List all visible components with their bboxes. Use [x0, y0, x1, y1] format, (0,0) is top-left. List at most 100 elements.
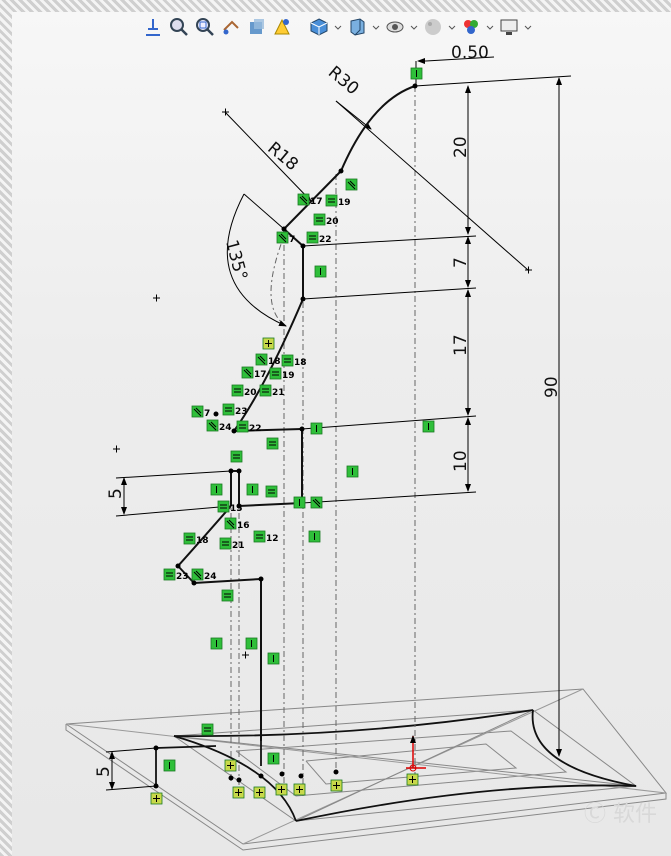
relation-vertical-icon[interactable] [410, 67, 423, 80]
display-style-button[interactable] [346, 16, 368, 38]
relation-horizontal-icon[interactable] [269, 367, 282, 380]
dim-height-10[interactable]: 10 [451, 450, 471, 472]
chevron-down-icon[interactable] [410, 16, 418, 38]
relation-horizontal-icon[interactable] [222, 403, 235, 416]
hide-show-items-button[interactable] [384, 16, 406, 38]
dim-radius-large[interactable]: R30 [324, 62, 362, 99]
relation-vertical-icon[interactable] [210, 637, 223, 650]
relation-number: 22 [249, 424, 262, 434]
relation-parallel-icon[interactable] [191, 568, 204, 581]
relation-vertical-icon[interactable] [314, 265, 327, 278]
relation-number: 24 [219, 423, 232, 433]
relation-horizontal-icon[interactable] [266, 437, 279, 450]
chevron-down-icon[interactable] [372, 16, 380, 38]
normal-to-button[interactable] [142, 16, 164, 38]
relation-coincident-icon[interactable] [150, 792, 163, 805]
relation-parallel-icon[interactable] [241, 366, 254, 379]
view-settings-button[interactable] [498, 16, 520, 38]
dim-total-height[interactable]: 90 [542, 376, 562, 398]
relation-horizontal-icon[interactable] [253, 530, 266, 543]
previous-view-button[interactable] [220, 16, 242, 38]
relation-horizontal-icon[interactable] [325, 194, 338, 207]
relation-horizontal-icon[interactable] [313, 213, 326, 226]
relation-horizontal-icon[interactable] [221, 589, 234, 602]
dimension-labels[interactable]: 0.50 R30 R18 135° 20 7 17 10 90 5 5 [94, 43, 562, 777]
relation-horizontal-icon[interactable] [281, 354, 294, 367]
relation-number: 12 [266, 534, 279, 544]
apply-scene-icon [464, 20, 478, 34]
relation-horizontal-icon[interactable] [219, 537, 232, 550]
relation-coincident-icon[interactable] [275, 783, 288, 796]
apply-scene-button[interactable] [460, 16, 482, 38]
angle-dimension [226, 193, 287, 327]
relation-parallel-icon[interactable] [255, 353, 268, 366]
relation-parallel-icon[interactable] [191, 405, 204, 418]
relation-vertical-icon[interactable] [346, 465, 359, 478]
relation-coincident-icon[interactable] [232, 786, 245, 799]
dim-step-left[interactable]: 5 [106, 488, 126, 499]
zoom-to-fit-icon [170, 18, 188, 36]
dim-step-bottom[interactable]: 5 [94, 766, 114, 777]
zoom-to-fit-button[interactable] [168, 16, 190, 38]
relation-vertical-icon[interactable] [163, 759, 176, 772]
relation-horizontal-icon[interactable] [217, 500, 230, 513]
edit-appearance-button[interactable] [422, 16, 444, 38]
relation-number: 18 [196, 536, 209, 546]
relation-parallel-icon[interactable] [297, 193, 310, 206]
relation-vertical-icon[interactable] [310, 422, 323, 435]
relation-coincident-icon[interactable] [330, 779, 343, 792]
relation-horizontal-icon[interactable] [183, 532, 196, 545]
relation-horizontal-icon[interactable] [306, 231, 319, 244]
relation-horizontal-icon[interactable] [201, 723, 214, 736]
dynamic-annotation-button[interactable] [272, 16, 294, 38]
relation-vertical-icon[interactable] [267, 752, 280, 765]
chevron-down-icon[interactable] [448, 16, 456, 38]
relation-coincident-icon[interactable] [253, 786, 266, 799]
dim-radius-small[interactable]: R18 [263, 138, 301, 175]
relation-vertical-icon[interactable] [293, 496, 306, 509]
relation-horizontal-icon[interactable] [265, 485, 278, 498]
dimension-lines [105, 56, 572, 791]
relation-coincident-icon[interactable] [293, 783, 306, 796]
display-style-icon [350, 18, 365, 36]
chevron-down-icon[interactable] [334, 16, 342, 38]
relation-parallel-icon[interactable] [224, 517, 237, 530]
relation-vertical-icon[interactable] [246, 483, 259, 496]
zoom-to-area-button[interactable] [194, 16, 216, 38]
chevron-down-icon[interactable] [486, 16, 494, 38]
relation-number: 20 [244, 388, 257, 398]
chevron-down-icon[interactable] [524, 16, 532, 38]
relation-parallel-icon[interactable] [276, 231, 289, 244]
relation-horizontal-icon[interactable] [231, 384, 244, 397]
dim-height-7[interactable]: 7 [451, 257, 471, 268]
sketch-canvas[interactable]: 0.50 R30 R18 135° 20 7 17 10 90 5 5 1719… [12, 12, 671, 856]
watermark-text: Ⓒ 软件 [584, 802, 657, 827]
relation-coincident-icon[interactable] [262, 337, 275, 350]
view-orientation-button[interactable] [308, 16, 330, 38]
relation-vertical-icon[interactable] [245, 637, 258, 650]
origin-icon[interactable] [406, 735, 426, 772]
relation-parallel-icon[interactable] [345, 178, 358, 191]
dim-angle[interactable]: 135° [221, 238, 251, 283]
relation-vertical-icon[interactable] [308, 530, 321, 543]
relation-number: 18 [294, 358, 307, 368]
dim-top-offset[interactable]: 0.50 [451, 43, 489, 63]
dim-height-17[interactable]: 17 [451, 334, 471, 356]
relation-vertical-icon[interactable] [210, 483, 223, 496]
relation-coincident-icon[interactable] [224, 759, 237, 772]
relation-vertical-icon[interactable] [422, 420, 435, 433]
relation-vertical-icon[interactable] [267, 652, 280, 665]
view-orientation-icon [310, 18, 328, 36]
section-view-button[interactable] [246, 16, 268, 38]
relation-horizontal-icon[interactable] [163, 568, 176, 581]
relation-parallel-icon[interactable] [310, 496, 323, 509]
relation-coincident-icon[interactable] [406, 773, 419, 786]
base-profile-curves [155, 709, 637, 822]
dim-height-20[interactable]: 20 [451, 136, 471, 158]
relation-horizontal-icon[interactable] [259, 384, 272, 397]
relation-number: 21 [232, 541, 245, 551]
relation-horizontal-icon[interactable] [230, 450, 243, 463]
relation-horizontal-icon[interactable] [236, 420, 249, 433]
relation-parallel-icon[interactable] [206, 419, 219, 432]
